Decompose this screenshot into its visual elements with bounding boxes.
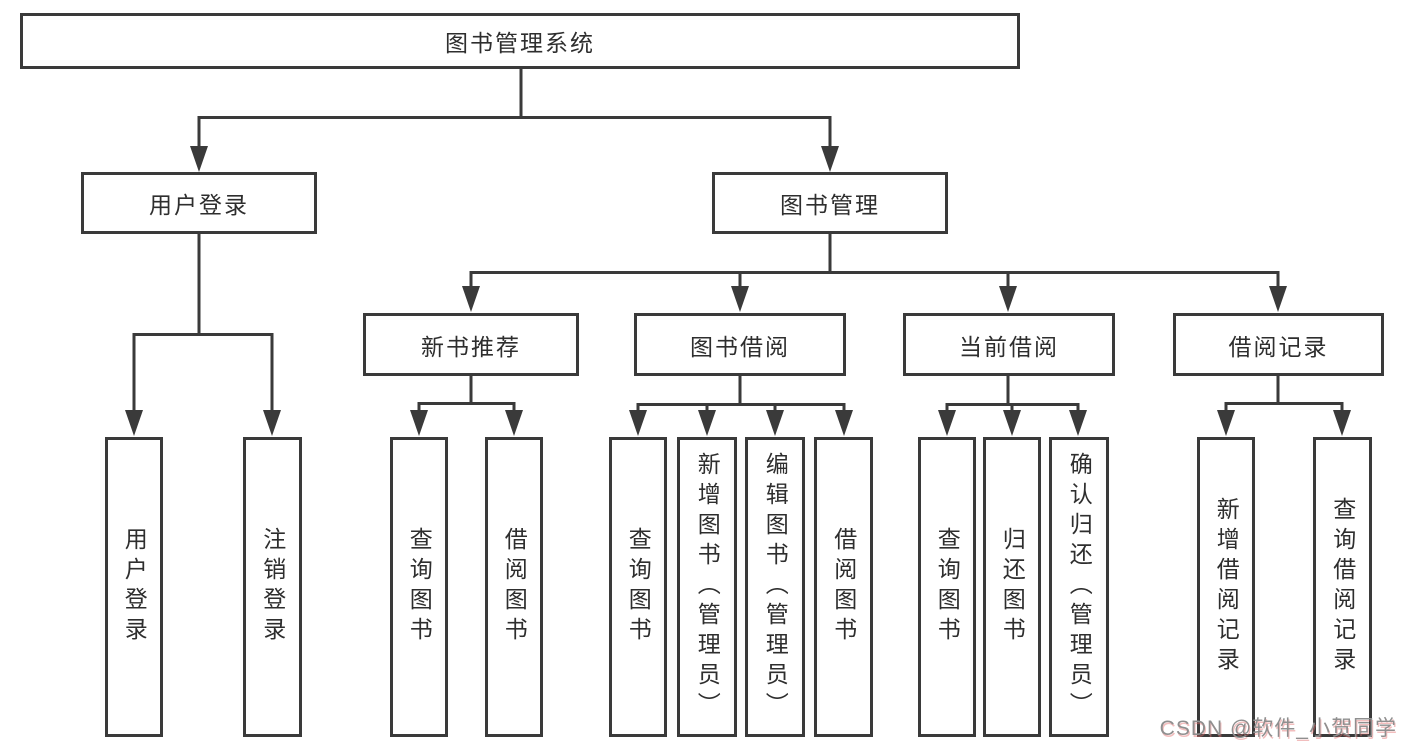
connector-root: [197, 69, 832, 146]
node-label: 新书推荐: [421, 333, 521, 360]
node-new-book-recommendation: 新书推荐: [363, 313, 579, 376]
node-label: 用户登录: [149, 192, 249, 218]
leaf-edit-books-admin: 编辑图书（管理员）: [745, 437, 805, 737]
connector-book-borrowing: [636, 376, 846, 412]
node-label: 借阅图书: [830, 527, 857, 647]
connector-borrowing-records: [1224, 376, 1344, 412]
node-label: 查询图书: [625, 527, 652, 647]
node-label: 用户登录: [121, 527, 148, 647]
node-label: 图书借阅: [690, 333, 790, 360]
leaf-borrow-books-recommend: 借阅图书: [485, 437, 543, 737]
leaf-confirm-return-admin: 确认归还（管理员）: [1049, 437, 1109, 737]
arrow-down-icon: [766, 410, 784, 436]
arrow-down-icon: [1217, 410, 1235, 436]
arrow-down-icon: [1003, 410, 1021, 436]
arrow-down-icon: [410, 410, 428, 436]
arrow-down-icon: [1333, 410, 1351, 436]
node-label: 图书管理: [780, 192, 880, 218]
leaf-query-books-recommend: 查询图书: [390, 437, 448, 737]
node-label: 新增借阅记录: [1213, 497, 1240, 677]
node-label: 查询图书: [934, 527, 961, 647]
connector-book-management: [469, 234, 1280, 288]
arrow-down-icon: [731, 286, 749, 312]
node-label: 归还图书: [999, 527, 1026, 647]
node-label: 新增图书（管理员）: [694, 452, 721, 722]
node-label: 借阅图书: [501, 527, 528, 647]
leaf-add-borrow-record: 新增借阅记录: [1197, 437, 1255, 737]
leaf-return-books: 归还图书: [983, 437, 1041, 737]
node-library-management-system: 图书管理系统: [20, 13, 1020, 69]
leaf-user-login: 用户登录: [105, 437, 163, 737]
arrow-down-icon: [1269, 286, 1287, 312]
leaf-borrow-books: 借阅图书: [814, 437, 873, 737]
leaf-add-books-admin: 新增图书（管理员）: [677, 437, 737, 737]
connector-new-book-recommendation: [417, 376, 516, 412]
arrow-down-icon: [190, 146, 208, 172]
node-current-borrowing: 当前借阅: [903, 313, 1115, 376]
node-borrowing-records: 借阅记录: [1173, 313, 1384, 376]
csdn-watermark: CSDN @软件_小贺同学: [1159, 717, 1397, 740]
arrow-down-icon: [821, 146, 839, 172]
node-label: 编辑图书（管理员）: [762, 452, 789, 722]
leaf-logout: 注销登录: [243, 437, 302, 737]
arrow-down-icon: [1069, 410, 1087, 436]
node-label: 图书管理系统: [445, 30, 595, 56]
arrow-down-icon: [698, 410, 716, 436]
node-user-login: 用户登录: [81, 172, 317, 234]
node-label: 查询图书: [406, 527, 433, 647]
connector-user-login: [132, 234, 274, 410]
node-label: 注销登录: [259, 527, 286, 647]
leaf-query-books-current: 查询图书: [918, 437, 976, 737]
arrow-down-icon: [462, 286, 480, 312]
leaf-query-borrow-record: 查询借阅记录: [1313, 437, 1372, 737]
node-book-borrowing: 图书借阅: [634, 313, 846, 376]
arrow-down-icon: [999, 286, 1017, 312]
arrow-down-icon: [938, 410, 956, 436]
arrowheads: [125, 146, 1351, 436]
connector-current-borrowing: [945, 376, 1080, 412]
arrow-down-icon: [505, 410, 523, 436]
node-label: 查询借阅记录: [1329, 497, 1356, 677]
node-label: 确认归还（管理员）: [1066, 452, 1093, 722]
node-label: 借阅记录: [1228, 333, 1329, 360]
arrow-down-icon: [835, 410, 853, 436]
arrow-down-icon: [629, 410, 647, 436]
leaf-query-books-borrowing: 查询图书: [609, 437, 667, 737]
node-label: 当前借阅: [959, 333, 1059, 360]
arrow-down-icon: [125, 410, 143, 436]
arrow-down-icon: [263, 410, 281, 436]
node-book-management: 图书管理: [712, 172, 948, 234]
